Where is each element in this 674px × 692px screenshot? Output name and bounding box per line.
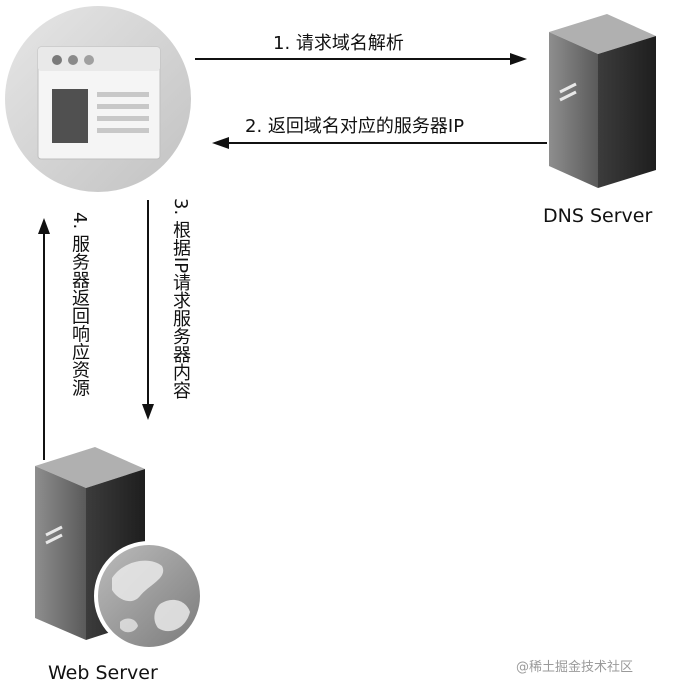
step1-label: 1. 请求域名解析 [273, 33, 404, 54]
dns-server-icon [549, 14, 656, 188]
watermark: @稀土掘金技术社区 [516, 660, 634, 675]
arrow-step2 [212, 137, 547, 149]
dns-server-label: DNS Server [543, 205, 653, 227]
step3-label: 3. 根据IP请求服务器内容 [170, 198, 191, 400]
browser-icon [5, 6, 191, 192]
step4-label: 4. 服务器返回响应资源 [69, 212, 90, 397]
globe-icon [94, 541, 204, 651]
arrow-step1 [195, 53, 527, 65]
arrow-step4 [38, 218, 50, 460]
step2-label: 2. 返回域名对应的服务器IP [245, 116, 465, 137]
arrow-step3 [142, 200, 154, 420]
web-server-label: Web Server [48, 662, 158, 684]
